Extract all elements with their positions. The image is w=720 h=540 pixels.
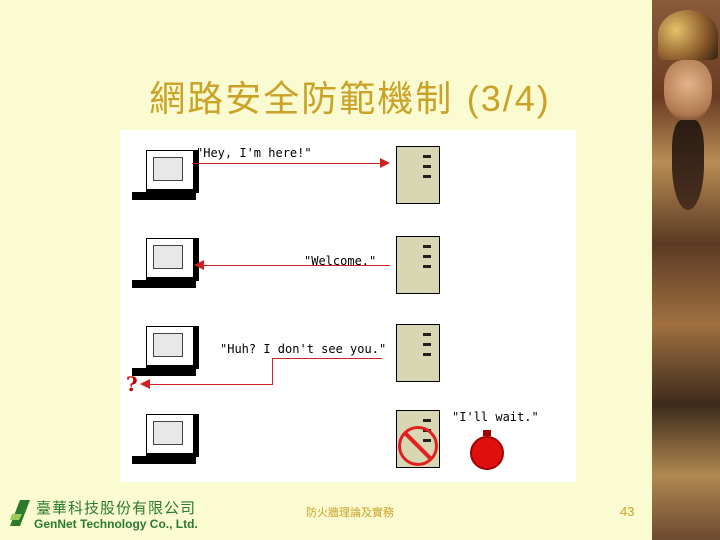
stopwatch-icon <box>470 430 504 470</box>
arrow-line <box>192 163 380 164</box>
company-name-zh: 臺華科技股份有限公司 <box>36 499 197 517</box>
handshake-diagram: "Hey, I'm here!" "Welcome." "Huh? I don'… <box>120 130 576 482</box>
page-number: 43 <box>620 504 635 519</box>
computer-icon <box>126 326 199 378</box>
message-welcome: "Welcome." <box>304 254 377 268</box>
company-logo-icon <box>10 500 30 526</box>
message-wait: "I'll wait." <box>452 410 539 424</box>
decorative-portrait-image <box>652 0 720 540</box>
message-hey: "Hey, I'm here!" <box>196 146 312 160</box>
slide-title-text: 網路安全防範機制 <box>149 79 454 120</box>
arrow-head-right <box>380 158 390 168</box>
no-entry-icon <box>398 426 438 466</box>
question-mark: ? <box>126 372 138 396</box>
arrow-line <box>150 384 273 385</box>
server-icon <box>396 324 440 382</box>
server-icon <box>396 146 440 204</box>
arrow-head-left <box>194 260 204 270</box>
arrow-head-left <box>140 379 150 389</box>
arrow-line <box>272 358 273 384</box>
portrait-face <box>664 60 712 120</box>
server-icon <box>396 236 440 294</box>
slide-title: 網路安全防範機制 (3/4) <box>0 70 700 122</box>
portrait-crown <box>658 10 718 60</box>
portrait-beard <box>672 120 704 210</box>
slide-title-number: (3/4) <box>466 78 551 119</box>
message-huh: "Huh? I don't see you." <box>220 342 387 356</box>
computer-icon <box>126 238 199 290</box>
footer-course-title: 防火牆理論及實務 <box>306 506 394 519</box>
arrow-line <box>204 265 390 266</box>
computer-icon <box>126 150 199 202</box>
arrow-line <box>272 358 382 359</box>
computer-icon <box>126 414 199 466</box>
company-name-en: GenNet Technology Co., Ltd. <box>34 517 198 531</box>
